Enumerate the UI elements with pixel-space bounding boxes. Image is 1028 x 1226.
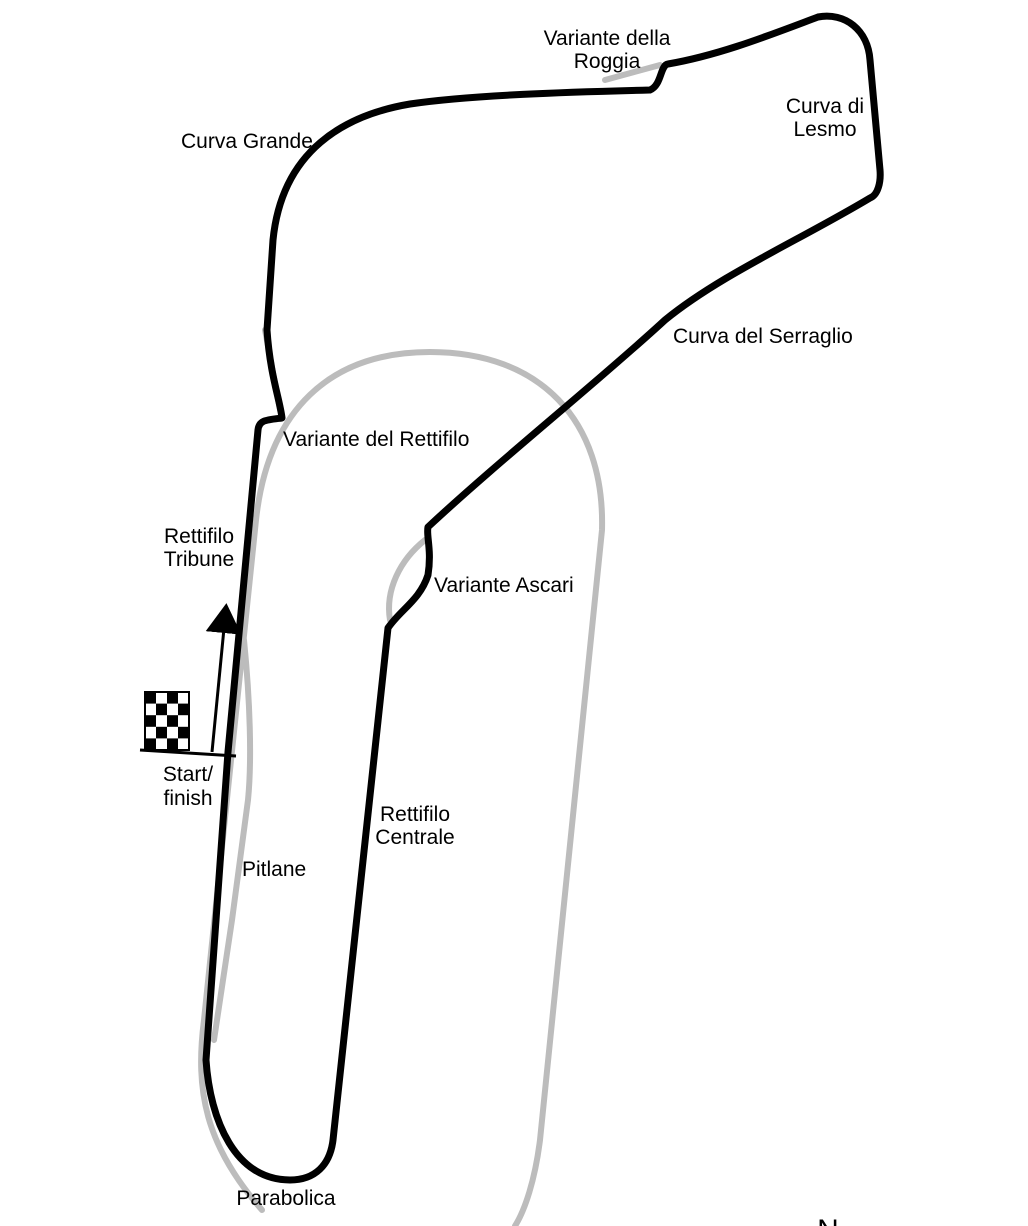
label-variante-ascari: Variante Ascari: [434, 574, 574, 597]
checkered-flag-icon: [144, 691, 190, 751]
label-curva-grande: Curva Grande: [181, 130, 313, 153]
north-arrow-icon: N: [817, 1214, 839, 1226]
label-rettifilo-centrale-2: Centrale: [375, 826, 454, 849]
direction-arrow-icon: [205, 603, 242, 753]
label-rettifilo-tribune-1: Rettifilo: [164, 525, 234, 548]
label-pitlane: Pitlane: [242, 858, 306, 881]
label-rettifilo-tribune-2: Tribune: [164, 548, 234, 571]
label-curva-di-lesmo-1: Curva di: [786, 95, 864, 118]
label-rettifilo-centrale-1: Rettifilo: [380, 803, 450, 826]
main-track: [202, 12, 884, 1184]
old-chicane-link: [386, 537, 428, 623]
label-variante-della-roggia-2: Roggia: [574, 50, 641, 73]
pitlane-path: [211, 327, 283, 1043]
label-curva-del-serraglio: Curva del Serraglio: [673, 325, 853, 348]
label-variante-del-rettifilo: Variante del Rettifilo: [283, 428, 469, 451]
label-curva-di-lesmo-2: Lesmo: [793, 118, 856, 141]
label-parabolica: Parabolica: [236, 1187, 336, 1210]
label-start-finish-1: Start/: [163, 763, 213, 786]
roggia-old-link: [602, 62, 663, 83]
label-variante-della-roggia-1: Variante della: [544, 27, 671, 50]
old-oval: [198, 349, 606, 1226]
label-start-finish-2: finish: [163, 787, 212, 810]
